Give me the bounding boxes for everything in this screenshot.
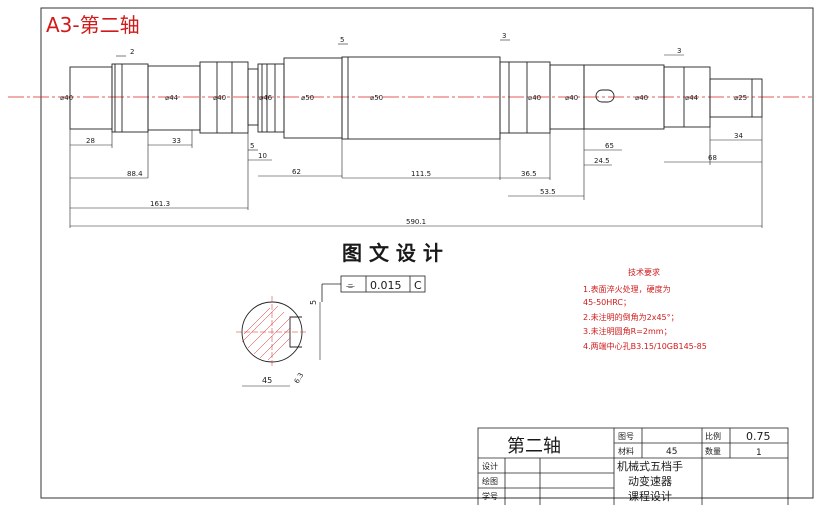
title-block (477, 427, 789, 505)
tech-title: 技术要求 (628, 267, 660, 277)
drawing-no-label: 图号 (618, 432, 634, 441)
dim-53: 53.5 (540, 188, 556, 196)
title-block-text: 第二轴 图号 比例 0.75 材料 45 数量 1 设计 绘图 学号 机械式五档… (482, 430, 771, 503)
quantity-label: 数量 (705, 446, 721, 456)
project-line-2: 动变速器 (628, 474, 672, 488)
material-label: 材料 (618, 446, 634, 456)
dim-34: 34 (734, 132, 743, 140)
section-width: 45 (262, 376, 272, 385)
material-value: 45 (666, 447, 677, 457)
tech-item-3: 2.未注明的倒角为2x45°； (583, 312, 679, 322)
part-name: 第二轴 (507, 436, 561, 457)
scale-value: 0.75 (746, 430, 771, 443)
tech-requirements: 技术要求 1.表面淬火处理，硬度为 45-50HRC； 2.未注明的倒角为2x4… (583, 267, 707, 351)
dim-5-top: 5 (340, 36, 344, 44)
tolerance-frame: ⌯ 0.015 C (321, 275, 426, 302)
dim-total: 590.1 (406, 218, 426, 226)
dim-88: 88.4 (127, 170, 143, 178)
tolerance-datum: C (414, 279, 422, 292)
student-no-label: 学号 (482, 491, 498, 501)
dim-24: 24.5 (594, 157, 610, 165)
diam-10: ⌀44 (685, 94, 699, 102)
dim-33: 33 (172, 137, 181, 145)
dim-5: 5 (250, 142, 254, 150)
dim-62: 62 (292, 168, 301, 176)
dim-2: 2 (130, 48, 134, 56)
dimension-values: 28 33 88.4 161.3 5 10 62 111.5 36.5 53.5… (86, 32, 743, 226)
dim-161: 161.3 (150, 200, 170, 208)
dim-3b: 3 (677, 47, 681, 55)
diam-9: ⌀40 (635, 94, 648, 102)
diam-4: ⌀46 (259, 94, 273, 102)
tech-item-5: 4.两端中心孔B3.15/10GB145-85 (583, 341, 707, 351)
diam-6: ⌀50 (370, 94, 383, 102)
section-heading: 图 文 设 计 (342, 241, 443, 265)
draw-label: 绘图 (482, 476, 498, 486)
tolerance-symbol: ⌯ (346, 279, 355, 292)
diam-8: ⌀40 (565, 94, 578, 102)
sheet-label: A3-第二轴 (46, 13, 140, 37)
tech-item-1: 1.表面淬火处理，硬度为 (583, 284, 671, 294)
section-roughness: 6.3 (293, 371, 305, 385)
diam-1: ⌀40 (60, 94, 73, 102)
tech-item-4: 3.未注明圆角R=2mm； (583, 326, 672, 336)
diam-5: ⌀50 (301, 94, 314, 102)
project-line-1: 机械式五档手 (617, 459, 683, 473)
dim-68: 68 (708, 154, 717, 162)
section-keyway: 5 (309, 300, 318, 305)
dim-111: 111.5 (411, 170, 431, 178)
sheet-border (40, 7, 814, 499)
diam-7: ⌀40 (528, 94, 541, 102)
diameter-callouts: ⌀40 ⌀44 ⌀40 ⌀46 ⌀50 ⌀50 ⌀40 ⌀40 ⌀40 ⌀44 … (60, 94, 747, 102)
quantity-value: 1 (756, 448, 762, 458)
scale-label: 比例 (705, 431, 721, 441)
dimension-lines (69, 39, 763, 228)
diam-11: ⌀25 (734, 94, 747, 102)
cross-section: 45 5 6.3 (236, 296, 321, 387)
design-label: 设计 (482, 461, 498, 471)
dim-10: 10 (258, 152, 267, 160)
diam-3: ⌀40 (213, 94, 226, 102)
dim-3a: 3 (502, 32, 506, 40)
shaft-outline (69, 56, 763, 140)
project-line-3: 课程设计 (628, 490, 672, 503)
diam-2: ⌀44 (165, 94, 179, 102)
dim-65: 65 (605, 142, 614, 150)
tolerance-value: 0.015 (370, 279, 402, 292)
dim-28: 28 (86, 137, 95, 145)
tech-item-2: 45-50HRC； (583, 298, 631, 307)
dim-36: 36.5 (521, 170, 537, 178)
